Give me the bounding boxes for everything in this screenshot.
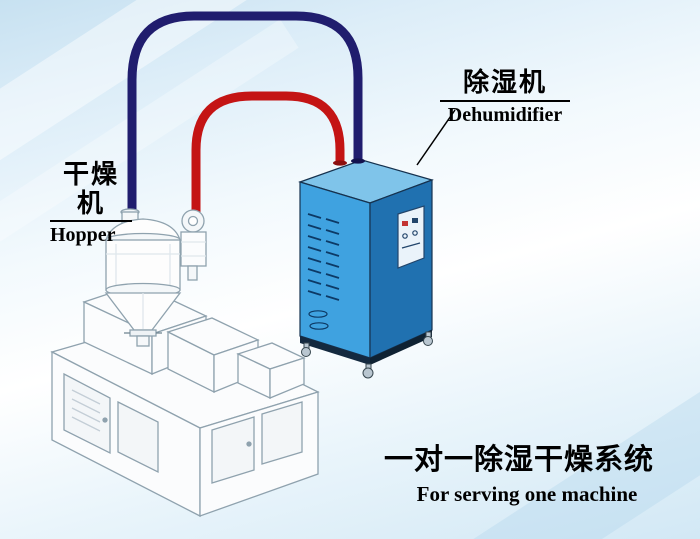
system-caption-zh: 一对一除湿干燥系统 (384, 444, 655, 476)
door-handle (246, 441, 252, 447)
cabinet-oval-vent (308, 310, 328, 318)
system-caption: 一对一除湿干燥系统 For serving one machine (384, 436, 670, 507)
dehumidifier-pointer-line (416, 109, 456, 166)
hopper-label-en: Hopper (50, 224, 116, 247)
cabinet-base-trim (370, 330, 432, 365)
navy-return-pipe (127, 11, 363, 232)
extruder-door (211, 416, 255, 484)
panel-display-line (401, 242, 421, 249)
blower-down-pipe (187, 265, 198, 281)
hopper-dryer (104, 208, 207, 347)
blower-body (180, 231, 207, 267)
pipe-flange (351, 158, 365, 164)
panel-knob (412, 230, 418, 236)
blower-hub (187, 215, 199, 227)
panel-button (402, 221, 408, 226)
door-handle (102, 417, 108, 423)
cabinet-vent-slots (307, 213, 340, 301)
blower-body-lines (181, 241, 206, 257)
pipe-flange (333, 160, 347, 166)
hopper-body-seams (106, 244, 180, 286)
caster-wheels (301, 331, 433, 379)
cabinet-base-trim (300, 336, 370, 365)
hopper-discharge-flange (129, 329, 157, 337)
dehumidifier-label-zh: 除湿机 (440, 68, 570, 102)
hopper-label-zh: 干燥机 (50, 160, 132, 223)
panel-knob (402, 233, 408, 239)
control-panel (397, 205, 425, 269)
extruder-die-side (269, 357, 305, 399)
extruder-door (261, 401, 303, 465)
system-caption-en: For serving one machine (416, 482, 638, 506)
hopper-discharge-throat (136, 335, 150, 347)
dehumidifier-cabinet (298, 159, 434, 379)
extruder-machine (50, 283, 320, 518)
extruder-door (117, 400, 159, 474)
panel-button (412, 218, 418, 223)
dehumidifier-label: 除湿机 Dehumidifier (440, 68, 570, 127)
dehumidifier-label-en: Dehumidifier (447, 103, 563, 126)
red-supply-pipe (191, 91, 345, 218)
extruder-door-vents (71, 389, 101, 432)
extruder-door (63, 372, 111, 455)
hopper-label: 干燥机 Hopper (50, 160, 132, 247)
hopper-body (105, 239, 181, 291)
cabinet-oval-vent (309, 322, 329, 330)
